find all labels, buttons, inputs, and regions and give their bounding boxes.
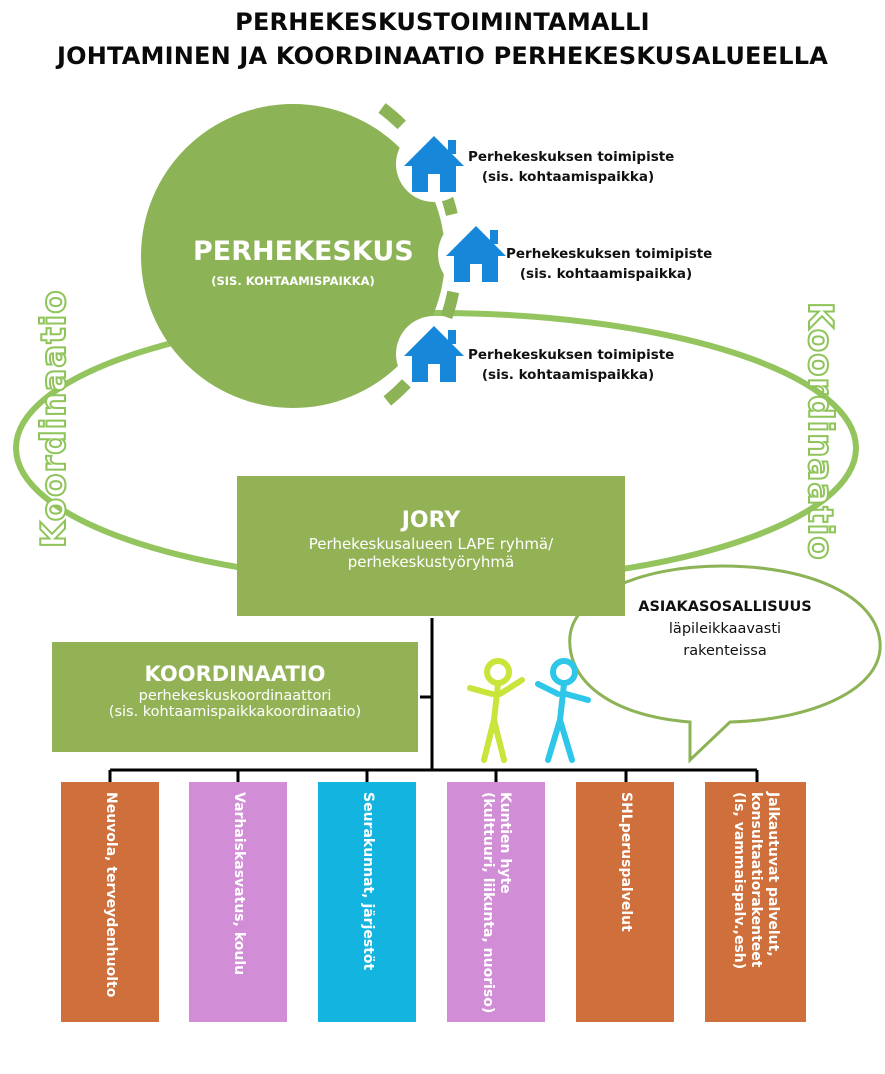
child-figure-yellow-icon	[467, 658, 525, 763]
jory-line2: perhekeskustyöryhmä	[347, 553, 515, 571]
asiakasosallisuus-text: ASIAKASOSALLISUUS läpileikkaavasti raken…	[638, 599, 812, 659]
column-label: Neuvola, terveydenhuolto	[102, 792, 119, 998]
column-label: Seurakunnat, järjestöt	[359, 792, 376, 971]
column-label: Jalkautuvat palvelut, konsultaatiorakent…	[731, 792, 781, 970]
column-seurakunnat: Seurakunnat, järjestöt	[318, 782, 416, 1022]
koordinaatio-side-right: Koordinaatio	[799, 301, 841, 562]
koordinaatio-title: KOORDINAATIO	[144, 662, 326, 686]
koordinaatio-line2: (sis. kohtaamispaikkakoordinaatio)	[108, 704, 362, 720]
column-neuvola: Neuvola, terveydenhuolto	[61, 782, 159, 1022]
toimipiste-label-1: Perhekeskuksen toimipiste (sis. kohtaami…	[468, 149, 675, 185]
koordinaatio-line1: perhekeskuskoordinaattori	[138, 688, 332, 704]
house-icon	[404, 326, 464, 382]
koordinaatio-side-left: Koordinaatio	[33, 288, 75, 549]
house-icon	[404, 136, 464, 192]
child-figure-blue-icon	[535, 658, 591, 763]
column-kuntien-hyte: Kuntien hyte (kulttuuri, liikunta, nuori…	[447, 782, 545, 1022]
toimipiste-label-3: Perhekeskuksen toimipiste (sis. kohtaami…	[468, 347, 675, 383]
page-title: PERHEKESKUSTOIMINTAMALLI	[235, 8, 650, 36]
koordinaatio-box: KOORDINAATIO perhekeskuskoordinaattori (…	[52, 642, 418, 752]
column-jalkautuvat-palvelut: Jalkautuvat palvelut, konsultaatiorakent…	[705, 782, 806, 1022]
column-label: Kuntien hyte (kulttuuri, liikunta, nuori…	[480, 792, 513, 1014]
toimipiste-label-2: Perhekeskuksen toimipiste (sis. kohtaami…	[506, 246, 713, 282]
column-shl-peruspalvelut: SHLperuspalvelut	[576, 782, 674, 1022]
jory-title: JORY	[401, 508, 461, 533]
jory-line1: Perhekeskusalueen LAPE ryhmä/	[308, 535, 554, 553]
house-icon	[446, 226, 506, 282]
perhekeskus-title: PERHEKESKUS	[193, 236, 414, 267]
column-label: Varhaiskasvatus, koulu	[230, 792, 247, 976]
column-label: SHLperuspalvelut	[617, 792, 634, 932]
page-subtitle: JOHTAMINEN JA KOORDINAATIO PERHEKESKUSAL…	[56, 42, 828, 70]
perhekeskus-circle	[141, 104, 445, 408]
column-varhaiskasvatus: Varhaiskasvatus, koulu	[189, 782, 287, 1022]
perhekeskus-subtitle: (SIS. KOHTAAMISPAIKKA)	[211, 274, 375, 288]
jory-box: JORY Perhekeskusalueen LAPE ryhmä/ perhe…	[237, 476, 625, 616]
